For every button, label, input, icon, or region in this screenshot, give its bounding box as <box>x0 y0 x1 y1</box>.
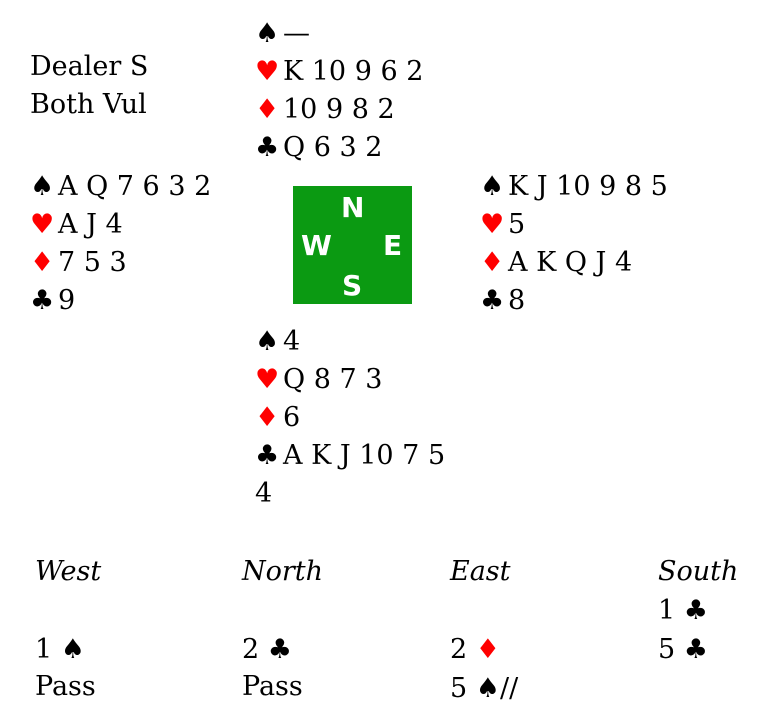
diamond-icon: ♦ <box>30 247 55 278</box>
compass-south: S <box>342 269 363 302</box>
south-hearts: ♥Q 8 7 3 <box>255 361 445 399</box>
bid-east-2: 5 ♠// <box>450 670 518 708</box>
west-diamonds: ♦7 5 3 <box>30 244 211 282</box>
bid-north-2: Pass <box>242 671 303 702</box>
diamond-icon: ♦ <box>255 94 280 125</box>
north-spades-cards: — <box>283 18 310 49</box>
north-spades: ♠— <box>255 15 423 53</box>
bid-south-2: 5 ♣ <box>658 631 708 669</box>
bid-level: 5 <box>450 673 468 704</box>
compass-box: N W E S <box>293 186 412 304</box>
heart-icon: ♥ <box>30 209 55 240</box>
club-icon: ♣ <box>683 634 708 665</box>
south-spades-cards: 4 <box>283 326 301 357</box>
west-hearts-cards: A J 4 <box>58 209 123 240</box>
west-hand: ♠A Q 7 6 3 2 ♥A J 4 ♦7 5 3 ♣9 <box>30 168 211 320</box>
auction-header-west: West <box>35 556 102 587</box>
bid-level: 2 <box>450 634 468 665</box>
club-icon: ♣ <box>683 595 708 626</box>
vulnerability-label: Both Vul <box>30 89 147 120</box>
south-hand: ♠4 ♥Q 8 7 3 ♦6 ♣A K J 10 7 5 4 <box>255 323 445 513</box>
bid-level: 5 <box>658 634 676 665</box>
club-icon: ♣ <box>480 285 505 316</box>
west-spades: ♠A Q 7 6 3 2 <box>30 168 211 206</box>
diamond-icon: ♦ <box>480 247 505 278</box>
north-diamonds-cards: 10 9 8 2 <box>283 94 395 125</box>
south-clubs: ♣A K J 10 7 5 <box>255 437 445 475</box>
east-clubs-cards: 8 <box>508 285 526 316</box>
club-icon: ♣ <box>255 132 280 163</box>
south-spades: ♠4 <box>255 323 445 361</box>
west-hearts: ♥A J 4 <box>30 206 211 244</box>
heart-icon: ♥ <box>255 56 280 87</box>
club-icon: ♣ <box>267 634 292 665</box>
bid-east-1: 2 ♦ <box>450 631 500 669</box>
east-hand: ♠K J 10 9 8 5 ♥5 ♦A K Q J 4 ♣8 <box>480 168 668 320</box>
east-spades-cards: K J 10 9 8 5 <box>508 171 668 202</box>
heart-icon: ♥ <box>480 209 505 240</box>
south-diamonds: ♦6 <box>255 399 445 437</box>
south-diamonds-cards: 6 <box>283 402 301 433</box>
east-spades: ♠K J 10 9 8 5 <box>480 168 668 206</box>
bid-north-1: 2 ♣ <box>242 631 292 669</box>
east-diamonds: ♦A K Q J 4 <box>480 244 668 282</box>
east-clubs: ♣8 <box>480 282 668 320</box>
south-clubs-cards: A K J 10 7 5 <box>283 440 446 471</box>
west-clubs-cards: 9 <box>58 285 76 316</box>
dealer-label: Dealer S <box>30 51 149 82</box>
compass-east: E <box>383 229 403 262</box>
spade-icon: ♠ <box>30 171 55 202</box>
heart-icon: ♥ <box>255 364 280 395</box>
north-diamonds: ♦10 9 8 2 <box>255 91 423 129</box>
bid-west-2: Pass <box>35 671 96 702</box>
south-hearts-cards: Q 8 7 3 <box>283 364 383 395</box>
compass-west: W <box>301 229 332 262</box>
diamond-icon: ♦ <box>255 402 280 433</box>
bid-west-1: 1 ♠ <box>35 631 85 669</box>
spade-icon: ♠ <box>255 326 280 357</box>
south-extra: 4 <box>255 478 273 509</box>
auction-end-mark: // <box>500 673 519 704</box>
bid-level: 1 <box>35 634 53 665</box>
auction-header-north: North <box>242 556 324 587</box>
club-icon: ♣ <box>30 285 55 316</box>
spade-icon: ♠ <box>255 18 280 49</box>
deal-info: Dealer S Both Vul <box>30 48 148 124</box>
auction-header-south: South <box>658 556 739 587</box>
north-clubs-cards: Q 6 3 2 <box>283 132 383 163</box>
diamond-icon: ♦ <box>475 634 500 665</box>
compass-north: N <box>341 191 365 224</box>
bid-level: 1 <box>658 595 676 626</box>
north-hearts-cards: K 10 9 6 2 <box>283 56 424 87</box>
east-hearts: ♥5 <box>480 206 668 244</box>
east-diamonds-cards: A K Q J 4 <box>508 247 633 278</box>
club-icon: ♣ <box>255 440 280 471</box>
auction-header-east: East <box>450 556 511 587</box>
west-diamonds-cards: 7 5 3 <box>58 247 127 278</box>
west-spades-cards: A Q 7 6 3 2 <box>58 171 212 202</box>
north-clubs: ♣Q 6 3 2 <box>255 129 423 167</box>
north-hearts: ♥K 10 9 6 2 <box>255 53 423 91</box>
bid-south-1: 1 ♣ <box>658 592 708 630</box>
spade-icon: ♠ <box>60 634 85 665</box>
spade-icon: ♠ <box>475 673 500 704</box>
spade-icon: ♠ <box>480 171 505 202</box>
north-hand: ♠— ♥K 10 9 6 2 ♦10 9 8 2 ♣Q 6 3 2 <box>255 15 423 167</box>
east-hearts-cards: 5 <box>508 209 526 240</box>
west-clubs: ♣9 <box>30 282 211 320</box>
bid-level: 2 <box>242 634 260 665</box>
